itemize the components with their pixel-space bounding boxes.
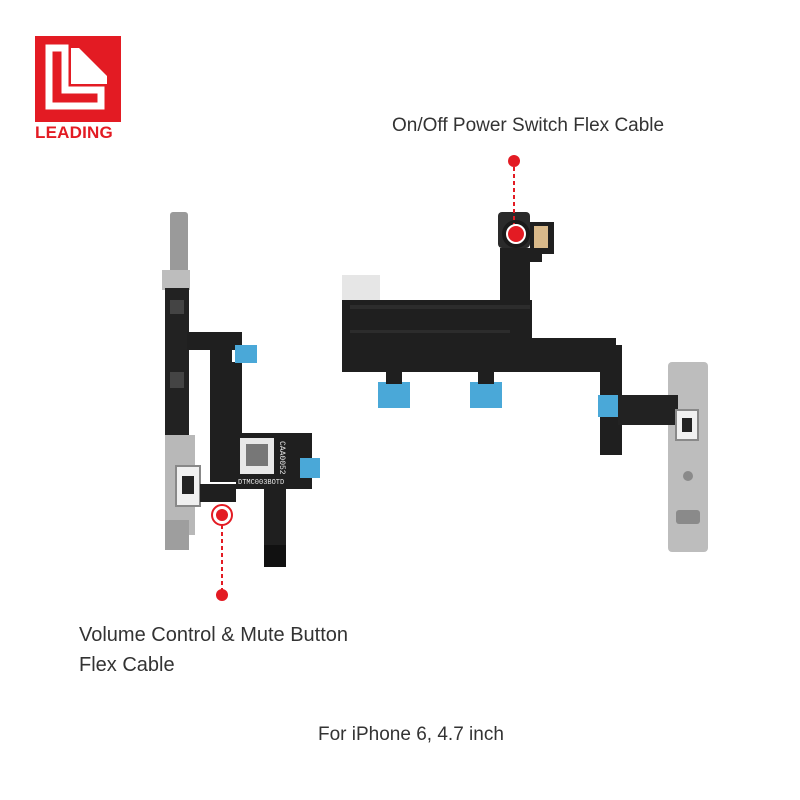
volume-cable-label-line1: Volume Control & Mute Button	[79, 624, 349, 646]
volume-cable-label: Volume Control & Mute Button Flex Cable	[79, 620, 348, 680]
power-switch-label: On/Off Power Switch Flex Cable	[392, 115, 665, 136]
volume-flex-cable: CAA0052 DTMC003BOTD	[162, 212, 320, 567]
sticker-code-horizontal: DTMC003BOTD	[238, 479, 284, 487]
model-caption: For iPhone 6, 4.7 inch	[318, 724, 504, 745]
volume-button-pointer	[211, 504, 233, 601]
sticker-code-vertical: CAA0052	[277, 441, 286, 475]
power-switch-pointer	[506, 155, 526, 244]
power-flex-cable	[342, 212, 708, 552]
leading-logo	[35, 36, 121, 122]
volume-cable-label-line2: Flex Cable	[79, 654, 175, 676]
logo-mark-icon	[45, 44, 107, 110]
logo-wordmark: LEADING	[35, 123, 113, 142]
